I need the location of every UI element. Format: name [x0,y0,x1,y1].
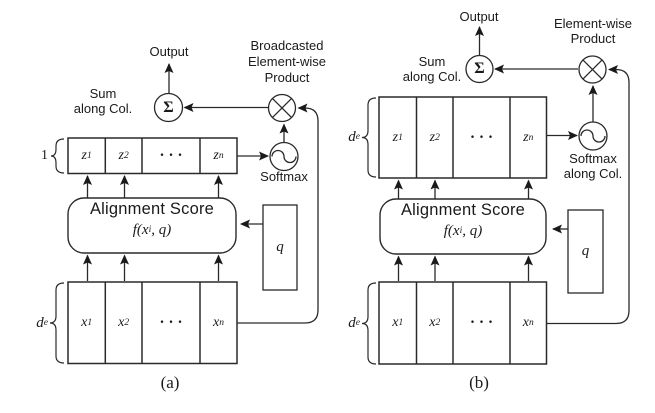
query-label: q [276,239,284,255]
output-label: Output [459,9,499,24]
ellipsis-cell: ••• [159,150,187,161]
alignment-box-a [67,197,237,254]
ellipsis-cell: ••• [159,317,187,328]
query-box-b [567,209,604,294]
sum-along-col-label: Sum along Col. [402,54,462,84]
broadcast-path-a [237,103,319,324]
dim-brace-z-a [50,138,65,174]
dim-label-1: 1 [41,148,48,163]
broadcast-product-label: Broadcasted Element-wise Product [247,38,327,85]
x-row-box-a [67,281,238,365]
softmax-along-col-label: Softmax along Col. [563,151,623,181]
dim-brace-z-b [361,97,377,178]
output-label: Output [149,44,189,59]
z-matrix-box-b [378,96,548,179]
panel-b-graphics [361,26,630,365]
sum-circle-a [153,92,184,123]
x-row-box-b [378,281,548,365]
softmax-icon-a [269,141,299,172]
ellipsis-cell: ••• [469,132,498,143]
z-row-box-a [67,137,238,175]
query-label: q [581,243,590,259]
dim-brace-x-a [49,282,65,364]
panel-b-caption: (b) [469,373,489,392]
alignment-box-b [379,198,547,255]
sum-circle-b [465,54,494,84]
softmax-label: Softmax [260,169,308,184]
element-wise-product-icon [267,93,297,123]
element-wise-product-icon [578,55,607,84]
sum-along-col-label: Sum along Col. [73,86,133,116]
sigma-icon: Σ [163,98,174,116]
ellipsis-cell: ••• [469,318,498,328]
alignment-score-title: Alignment Score [400,201,526,219]
element-wise-product-label: Element-wise Product [553,16,633,46]
panel-a-caption: (a) [160,373,180,392]
panel-a-graphics [49,63,319,365]
alignment-score-title: Alignment Score [89,200,215,218]
query-box-a [262,204,298,291]
sigma-icon: Σ [474,60,485,77]
broadcast-path-b [546,65,630,325]
softmax-icon-b [578,121,608,151]
dim-brace-x-b [361,282,377,365]
